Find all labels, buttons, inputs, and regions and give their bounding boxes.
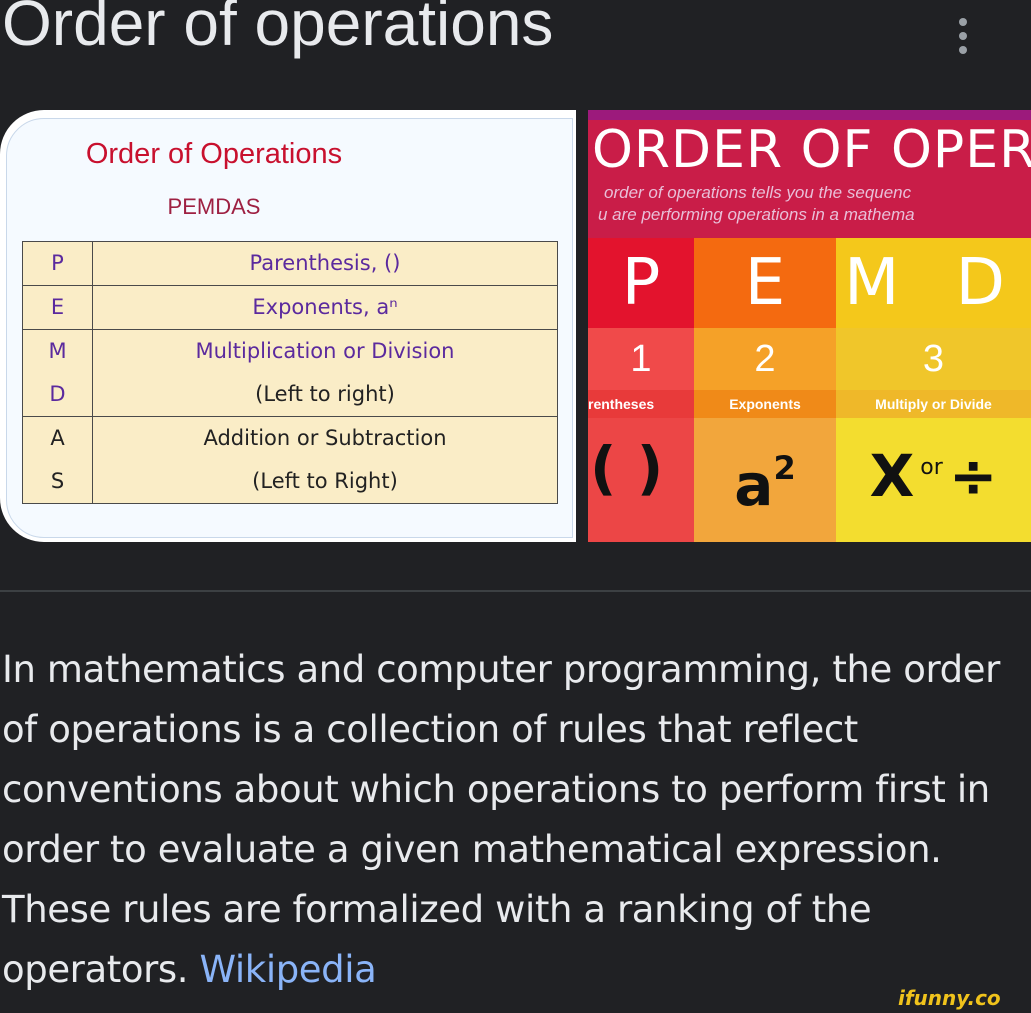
more-vertical-icon-dot [959,32,967,40]
poster-subtitle: order of operations tells you the sequen… [588,182,1031,228]
row-letter: S [50,469,65,493]
table-subtitle: PEMDAS [167,194,261,219]
multiply-symbol: X [869,442,915,510]
row-text: (Left to Right) [252,469,398,493]
row-text: Exponents, aⁿ [252,295,398,319]
exponent-symbol: a2 [694,418,836,542]
row-letter: P [51,251,64,275]
exponent-base: a [734,451,774,519]
poster-title: ORDER OF OPERA [592,120,1031,180]
poster-subtitle-line: u are performing operations in a mathema [598,205,915,224]
page-title: Order of operations [2,0,554,59]
table-row: P Parenthesis, () [22,241,558,286]
poster-label: rentheses [588,390,694,418]
poster-column-exponents: E 2 Exponents a2 [694,238,836,542]
row-text: Parenthesis, () [249,251,401,275]
pemdas-table: P Parenthesis, () E Exponents, aⁿ M D Mu… [22,241,558,504]
exponent-power: 2 [773,449,796,487]
divide-symbol: ÷ [948,442,998,510]
poster-label: Exponents [694,390,836,418]
more-vertical-icon-dot [959,46,967,54]
row-text: (Left to right) [255,382,395,406]
divider [0,590,1031,592]
or-text: or [920,455,943,480]
row-text: Multiplication or Division [195,339,455,363]
table-row: E Exponents, aⁿ [22,285,558,330]
row-letter-cell: A S [22,416,93,504]
row-letter: E [50,295,65,319]
row-text: Addition or Subtraction [203,426,447,450]
poster-letter: E [694,238,836,328]
more-options-button[interactable] [948,14,978,58]
more-vertical-icon [959,18,967,26]
wikipedia-link[interactable]: Wikipedia [199,948,377,991]
poster-column-parentheses: P 1 rentheses ( ) [588,238,694,542]
poster-letter: P [588,238,694,328]
poster-label: Multiply or Divide [836,390,1031,418]
row-text-cell: Addition or Subtraction (Left to Right) [92,416,558,504]
header: Order of operations [0,0,1031,70]
row-letter: A [50,426,65,450]
row-letter-cell: P [22,241,93,286]
parentheses-symbol: ( ) [588,418,694,542]
row-letter: D [49,382,66,406]
row-text-cell: Exponents, aⁿ [92,285,558,330]
description-text: In mathematics and computer programming,… [2,648,1000,991]
row-letter-cell: E [22,285,93,330]
poster-letter: M D [836,238,1031,328]
row-text-cell: Multiplication or Division (Left to righ… [92,329,558,417]
description: In mathematics and computer programming,… [2,640,1012,1000]
pemdas-table-image[interactable]: Order of Operations PEMDAS P Parenthesis… [0,110,576,542]
table-title: Order of Operations [85,138,343,170]
watermark-logo: ifunny.co [898,986,1001,1010]
table-row: A S Addition or Subtraction (Left to Rig… [22,416,558,504]
poster-subtitle-line: order of operations tells you the sequen… [604,183,912,202]
poster-number: 3 [836,328,1031,390]
poster-number: 1 [588,328,694,390]
table-row: M D Multiplication or Division (Left to … [22,329,558,417]
pemdas-poster-image[interactable]: ORDER OF OPERA order of operations tells… [588,110,1031,542]
row-letter-cell: M D [22,329,93,417]
poster-top-band [588,110,1031,120]
row-letter: M [48,339,67,363]
row-text-cell: Parenthesis, () [92,241,558,286]
poster-number: 2 [694,328,836,390]
